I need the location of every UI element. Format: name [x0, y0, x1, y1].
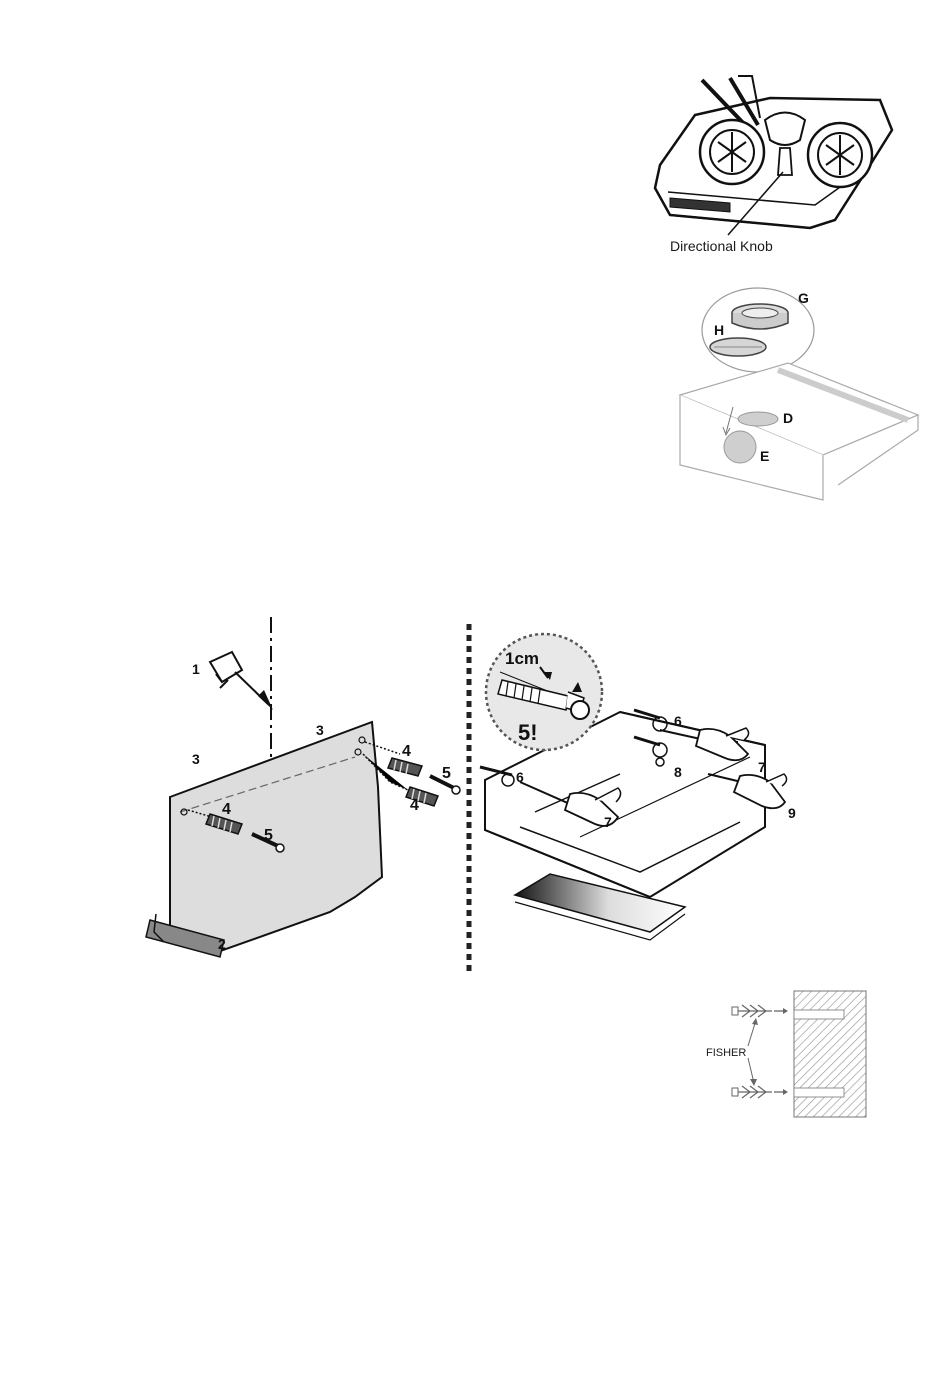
label-4-upper: 4 — [402, 743, 411, 760]
label-7-back: 7 — [758, 759, 766, 775]
label-5-right: 5 — [442, 765, 451, 782]
label-2: 2 — [218, 936, 226, 952]
wall-mounting-figure: 1 — [140, 612, 820, 977]
label-4-lower: 4 — [410, 797, 419, 814]
exhaust-flange-figure: G H D E — [668, 285, 928, 510]
inset-note: 5! — [518, 720, 538, 745]
label-6-front: 6 — [516, 769, 524, 785]
label-3-right: 3 — [316, 722, 324, 738]
label-d: D — [783, 410, 793, 426]
label-7-front: 7 — [604, 814, 612, 830]
label-4-left: 4 — [222, 801, 231, 818]
fisher-label: FISHER — [706, 1047, 746, 1059]
fisher-plug-figure: FISHER — [704, 988, 874, 1123]
fisher-plug-upper — [732, 1005, 788, 1017]
fisher-plug-lower — [732, 1086, 788, 1098]
marker-tool — [210, 652, 273, 710]
fisher-illustration: FISHER — [704, 988, 874, 1123]
hood-outlet-illustration: G H D E — [668, 285, 928, 510]
label-6-back: 6 — [674, 713, 682, 729]
label-9: 9 — [788, 805, 796, 821]
directional-knob-caption: Directional Knob — [670, 238, 773, 254]
label-5-left: 5 — [264, 827, 273, 844]
label-e: E — [760, 448, 769, 464]
directional-knob-figure: Directional Knob — [640, 70, 900, 265]
spacing-inset: 1cm 5! — [486, 634, 602, 750]
label-8: 8 — [674, 764, 682, 780]
label-3-left: 3 — [192, 751, 200, 767]
wall-plug-upper — [388, 758, 422, 776]
inset-distance: 1cm — [505, 649, 539, 668]
mounting-illustration: 1 — [140, 612, 820, 977]
label-g: G — [798, 290, 809, 306]
hood-top-illustration: Directional Knob — [640, 70, 900, 265]
label-1: 1 — [192, 661, 200, 677]
label-h: H — [714, 322, 724, 338]
